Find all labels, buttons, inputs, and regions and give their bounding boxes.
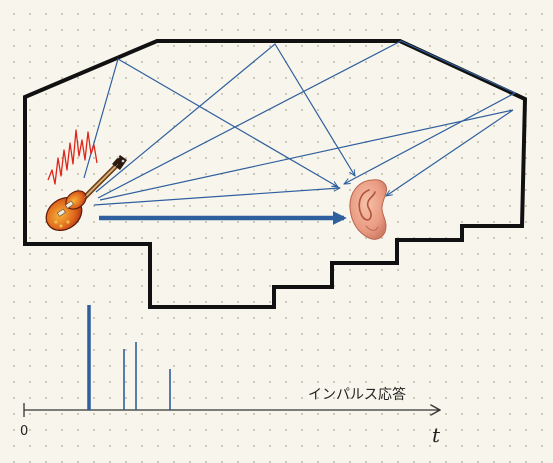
impulse-spikes xyxy=(87,305,171,410)
reflection-ray xyxy=(99,109,514,201)
origin-label: 0 xyxy=(20,424,28,439)
reflection-ray xyxy=(83,58,338,187)
ear-icon xyxy=(349,179,387,240)
electric-guitar-icon xyxy=(45,155,127,232)
time-axis-label: t xyxy=(432,423,441,447)
room-outline xyxy=(23,39,528,309)
reflection-ray xyxy=(95,43,355,193)
reflection-ray xyxy=(97,40,517,199)
reflection-ray xyxy=(93,188,340,206)
impulse-response-label: インパルス応答 xyxy=(308,386,406,403)
sound-wave-icon xyxy=(47,129,98,185)
reflection-rays xyxy=(83,40,517,206)
